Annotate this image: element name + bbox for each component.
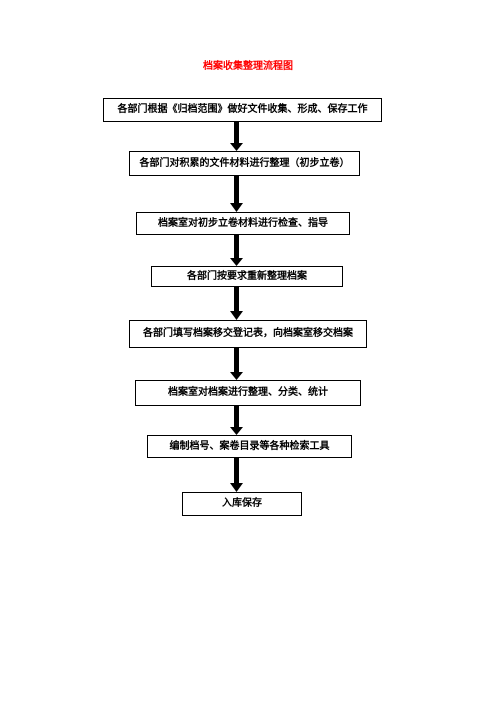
arrow-down-5 bbox=[230, 348, 243, 380]
flow-step-6-label: 档案室对档案进行整理、分类、统计 bbox=[168, 387, 328, 398]
flow-step-5: 各部门填写档案移交登记表，向档案室移交档案 bbox=[129, 320, 367, 348]
flow-step-2-label: 各部门对积累的文件材料进行整理（初步立卷） bbox=[139, 158, 350, 169]
flow-step-4-label: 各部门按要求重新整理档案 bbox=[187, 271, 307, 282]
arrow-down-2 bbox=[230, 176, 243, 212]
arrow-down-6 bbox=[230, 406, 243, 435]
flow-step-8: 入库保存 bbox=[182, 492, 302, 516]
flow-step-7-label: 编制档号、案卷目录等各种检索工具 bbox=[169, 441, 330, 452]
diagram-title: 档案收集整理流程图 bbox=[203, 61, 293, 72]
flow-step-4: 各部门按要求重新整理档案 bbox=[151, 266, 343, 287]
flow-step-3-label: 档案室对初步立卷材料进行检查、指导 bbox=[158, 218, 328, 229]
flow-step-5-label: 各部门填写档案移交登记表，向档案室移交档案 bbox=[143, 328, 353, 339]
arrow-down-3 bbox=[230, 235, 243, 266]
flow-step-6: 档案室对档案进行整理、分类、统计 bbox=[135, 380, 361, 406]
flow-step-3: 档案室对初步立卷材料进行检查、指导 bbox=[136, 212, 350, 235]
flow-step-1: 各部门根据《归档范围》做好文件收集、形成、保存工作 bbox=[103, 98, 382, 122]
arrow-down-1 bbox=[230, 122, 243, 151]
flow-step-1-label: 各部门根据《归档范围》做好文件收集、形成、保存工作 bbox=[117, 104, 368, 115]
flow-step-2: 各部门对积累的文件材料进行整理（初步立卷） bbox=[129, 151, 360, 176]
arrow-down-4 bbox=[230, 287, 243, 320]
arrow-down-7 bbox=[230, 458, 243, 492]
flow-step-7: 编制档号、案卷目录等各种检索工具 bbox=[147, 435, 352, 458]
flow-step-8-label: 入库保存 bbox=[222, 498, 262, 509]
